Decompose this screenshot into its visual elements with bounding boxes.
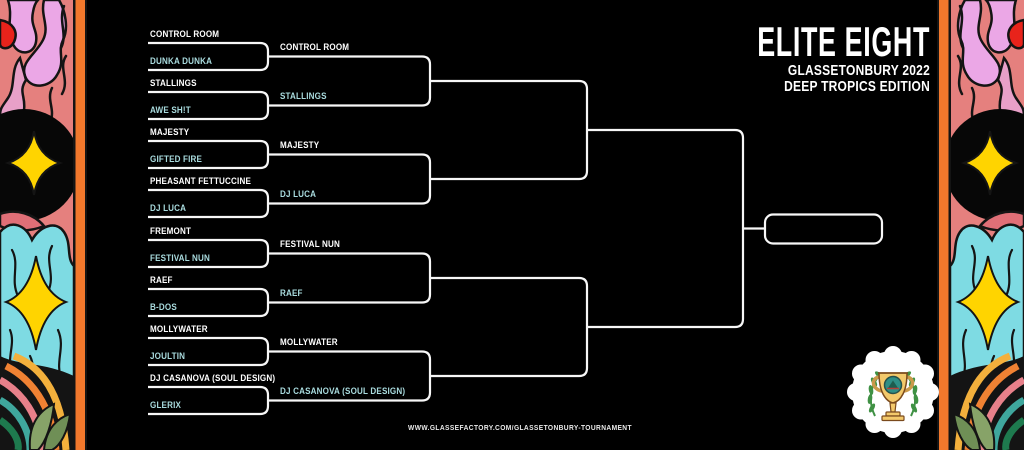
trophy-icon <box>871 372 915 422</box>
poster-subtitle-1: GLASSETONBURY 2022 <box>787 62 930 79</box>
footer-url: WWW.GLASSEFACTORY.COM/GLASSETONBURY-TOUR… <box>408 425 632 432</box>
round1-slot-12: MOLLYWATER <box>150 324 208 335</box>
round2-slot-1: STALLINGS <box>280 91 327 102</box>
round1-slot-5: GIFTED FIRE <box>150 154 203 165</box>
round1-slot-0: CONTROL ROOM <box>150 29 220 40</box>
round1-slot-9: FESTIVAL NUN <box>150 253 211 264</box>
round2-slot-2: MAJESTY <box>280 140 320 151</box>
round1-slot-8: FREMONT <box>150 226 192 237</box>
round2-slot-0: CONTROL ROOM <box>280 42 350 53</box>
round1-slot-15: GLERIX <box>150 400 182 411</box>
round2-slot-6: MOLLYWATER <box>280 337 338 348</box>
round1-slot-1: DUNKA DUNKA <box>150 56 213 67</box>
round1-slot-11: B-DOS <box>150 302 177 313</box>
round1-slot-2: STALLINGS <box>150 78 197 89</box>
round1-slot-10: RAEF <box>150 275 173 286</box>
round2-slot-4: FESTIVAL NUN <box>280 239 341 250</box>
poster-title: ELITE EIGHT <box>757 18 930 65</box>
round1-slot-14: DJ CASANOVA (SOUL DESIGN) <box>150 373 276 384</box>
round2-slot-3: DJ LUCA <box>280 189 317 200</box>
round1-slot-7: DJ LUCA <box>150 203 187 214</box>
title-block: ELITE EIGHT GLASSETONBURY 2022 DEEP TROP… <box>660 18 930 95</box>
psychedelic-border-left <box>0 0 87 450</box>
round2-slot-7: DJ CASANOVA (SOUL DESIGN) <box>280 386 406 397</box>
round2-slot-5: RAEF <box>280 288 303 299</box>
trophy-badge <box>847 346 939 438</box>
crest-emblem-icon <box>883 375 903 395</box>
round1-slot-13: JOULTIN <box>150 351 186 362</box>
round1-slot-4: MAJESTY <box>150 127 190 138</box>
round1-slot-6: PHEASANT FETTUCCINE <box>150 176 252 187</box>
poster-subtitle-2: DEEP TROPICS EDITION <box>784 78 930 95</box>
round1-slot-3: AWE SH!T <box>150 105 191 116</box>
